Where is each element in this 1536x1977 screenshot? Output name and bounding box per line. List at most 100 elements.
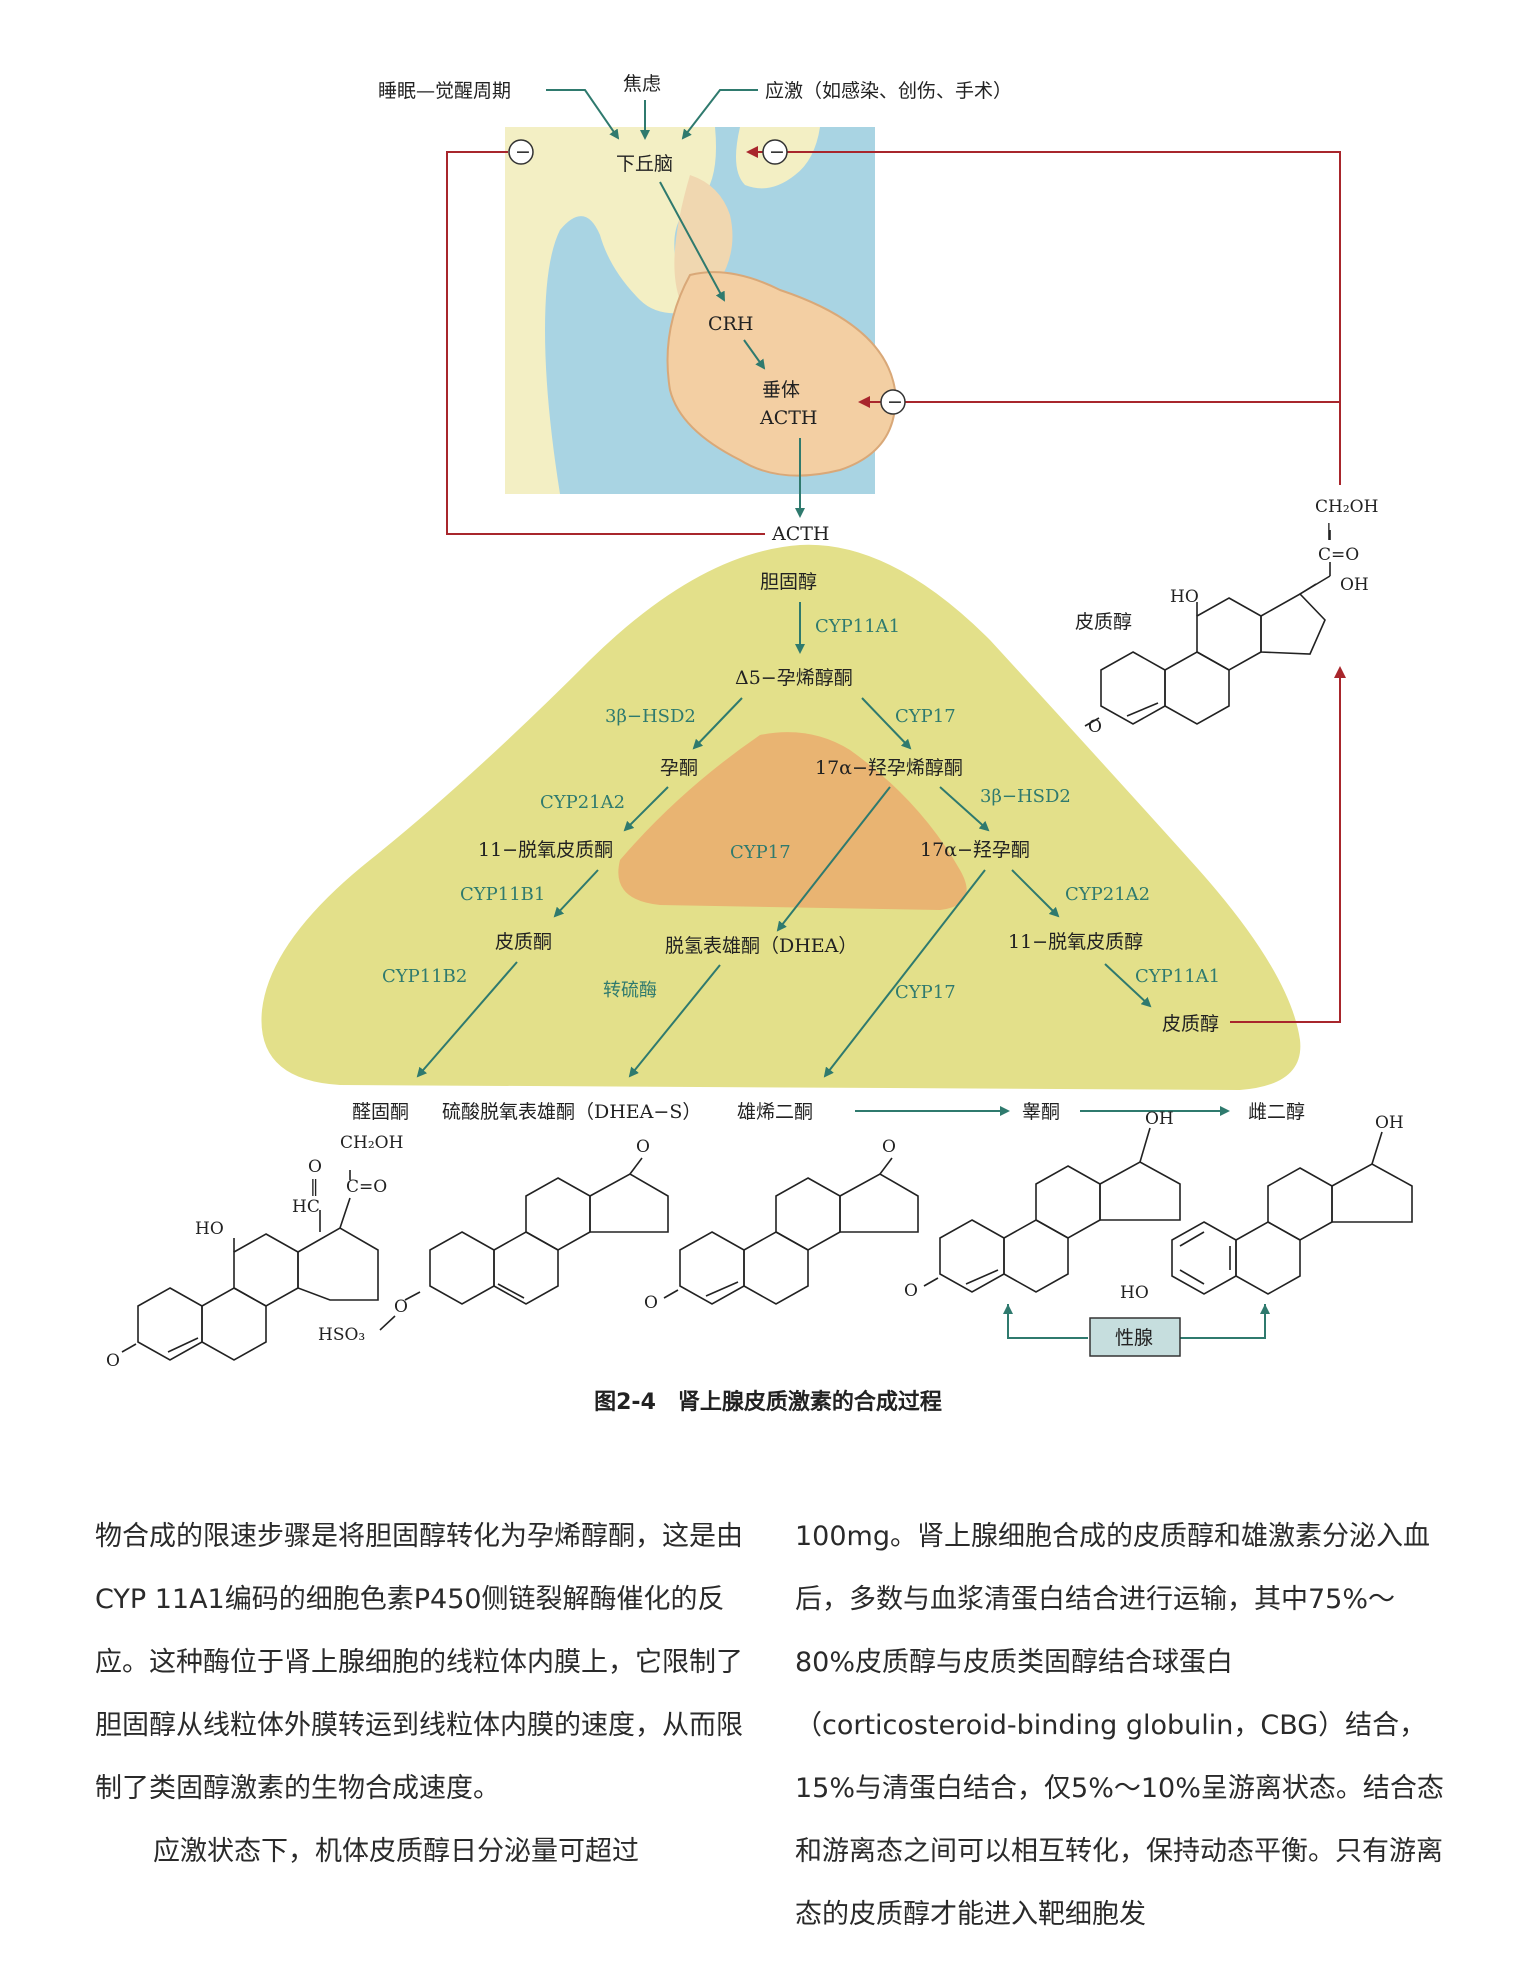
- dheas-o: O: [394, 1297, 408, 1317]
- label-cholesterol: 胆固醇: [760, 571, 817, 593]
- cortisol-o: O: [1088, 717, 1102, 737]
- arrow-pregnenolone-17oh: [861, 697, 912, 750]
- enzyme-3bhsd2-right: 3β−HSD2: [980, 786, 1071, 807]
- cortisol-ho: HO: [1170, 587, 1199, 607]
- structure-cortisol: [1084, 530, 1331, 727]
- enzyme-cyp11b1: CYP11B1: [460, 884, 545, 905]
- label-aldosterone: 醛固酮: [352, 1101, 409, 1123]
- estradiol-ho: HO: [1120, 1283, 1149, 1303]
- label-gonad: 性腺: [1115, 1327, 1153, 1349]
- cortisol-co: C=O: [1318, 545, 1359, 565]
- arrow-hypothalamus-crh: [659, 181, 725, 302]
- feedback-acth-hypothalamus: [446, 151, 765, 535]
- label-17oh-progesterone: 17α−羟孕酮: [920, 839, 1030, 861]
- aldosterone-hc: HC: [292, 1197, 320, 1217]
- label-testosterone: 睾酮: [1022, 1101, 1060, 1123]
- testosterone-oh: OH: [1145, 1109, 1174, 1129]
- input-sleep-wake: 睡眠—觉醒周期: [378, 80, 511, 102]
- label-pituitary: 垂体: [762, 379, 800, 401]
- structure-aldosterone: [121, 1170, 379, 1361]
- inhibit-marker-pituitary: −: [880, 389, 906, 415]
- enzyme-sulfotransferase: 转硫酶: [603, 980, 657, 1001]
- testosterone-o: O: [904, 1281, 918, 1301]
- label-estradiol: 雌二醇: [1248, 1101, 1305, 1123]
- label-progesterone: 孕酮: [660, 757, 698, 779]
- label-dhea-s: 硫酸脱氧表雄酮（DHEA−S）: [442, 1101, 701, 1123]
- arrow-corticosterone-aldosterone: [416, 961, 518, 1078]
- label-androstenedione: 雄烯二酮: [737, 1101, 813, 1123]
- cortisol-ch2oh: CH₂OH: [1315, 497, 1378, 517]
- paragraph: 100mg。肾上腺细胞合成的皮质醇和雄激素分泌入血后，多数与血浆清蛋白结合进行运…: [795, 1521, 1444, 1930]
- label-dhea: 脱氢表雄酮（DHEA）: [665, 935, 857, 957]
- svg-text:−: −: [515, 141, 531, 163]
- aldosterone-o-bottom: O: [106, 1351, 120, 1371]
- pituitary-stalk: [674, 175, 733, 300]
- label-crh: CRH: [708, 313, 753, 335]
- paragraph: 应激状态下，机体皮质醇日分泌量可超过: [153, 1836, 639, 1867]
- arrow-17oh-prog-androstenedione: [823, 869, 986, 1078]
- enzyme-cyp17-bottom: CYP17: [895, 982, 956, 1003]
- label-pregnenolone: Δ5−孕烯醇酮: [735, 667, 853, 689]
- label-hypothalamus: 下丘脑: [616, 153, 673, 175]
- enzyme-cyp11a1: CYP11A1: [815, 616, 900, 637]
- svg-text:−: −: [887, 391, 903, 413]
- label-acth-pituitary: ACTH: [759, 407, 818, 429]
- arrow-stress: [681, 89, 758, 140]
- structure-dheas: [379, 1157, 669, 1331]
- enzyme-cyp21a2-right: CYP21A2: [1065, 884, 1150, 905]
- enzyme-3bhsd2-left: 3β−HSD2: [605, 706, 696, 727]
- label-corticosterone: 皮质酮: [495, 931, 552, 953]
- svg-text:−: −: [769, 141, 785, 163]
- dheas-hso3: HSO₃: [318, 1325, 365, 1345]
- aldosterone-co: C=O: [346, 1177, 387, 1197]
- pituitary-gland: [666, 271, 897, 477]
- paragraph: 物合成的限速步骤是将胆固醇转化为孕烯醇酮，这是由CYP 11A1编码的细胞色素P…: [95, 1521, 743, 1804]
- label-acth: ACTH: [771, 523, 830, 545]
- structure-testosterone: [923, 1127, 1181, 1293]
- cortisol-output-line: [1230, 666, 1346, 1023]
- cortisol-oh: OH: [1340, 575, 1369, 595]
- text-column-right: 100mg。肾上腺细胞合成的皮质醇和雄激素分泌入血后，多数与血浆清蛋白结合进行运…: [795, 1505, 1445, 1946]
- enzyme-cyp21a2-left: CYP21A2: [540, 792, 625, 813]
- figure-caption: 图2-4 肾上腺皮质激素的合成过程: [594, 1390, 942, 1415]
- arrow-17oh-prog-deoxycortisol: [1011, 869, 1060, 918]
- text-column-left: 物合成的限速步骤是将胆固醇转化为孕烯醇酮，这是由CYP 11A1编码的细胞色素P…: [95, 1505, 745, 1883]
- estradiol-oh: OH: [1375, 1113, 1404, 1133]
- feedback-cortisol-hypothalamus: [746, 146, 1341, 485]
- enzyme-cyp17-middle: CYP17: [730, 842, 791, 863]
- hormone-synthesis-figure: 睡眠—觉醒周期 焦虑 应激（如感染、创伤、手术） 下丘脑 CRH 垂体 ACTH…: [106, 73, 1413, 1371]
- androstenedione-o: O: [644, 1293, 658, 1313]
- aldosterone-dbl: ‖: [310, 1177, 319, 1197]
- input-anxiety: 焦虑: [623, 73, 661, 95]
- enzyme-cyp11b2: CYP11B2: [382, 966, 467, 987]
- inhibit-marker-left: −: [508, 139, 534, 165]
- input-stress: 应激（如感染、创伤、手术）: [765, 80, 1012, 102]
- arrow-doc-corticosterone: [553, 869, 599, 918]
- arrow-crh-pituitary: [743, 339, 766, 370]
- aldosterone-o: O: [308, 1157, 322, 1177]
- arrow-17oh-preg-17oh-prog: [939, 786, 990, 832]
- dheas-o-top: O: [636, 1137, 650, 1157]
- enzyme-cyp17-top: CYP17: [895, 706, 956, 727]
- arrow-pregnenolone-progesterone: [692, 697, 743, 750]
- aldosterone-ch2oh: CH₂OH: [340, 1133, 403, 1153]
- gonad-box: [1089, 1317, 1181, 1357]
- arrow-progesterone-doc: [623, 786, 669, 832]
- arrow-sleep: [546, 89, 620, 140]
- label-cortisol-adrenal: 皮质醇: [1162, 1013, 1219, 1035]
- inhibit-marker-right: −: [762, 139, 788, 165]
- enzyme-cyp11a1-right: CYP11A1: [1135, 966, 1220, 987]
- arrow-dhea-dheas: [628, 964, 721, 1078]
- arrow-deoxycortisol-cortisol: [1104, 963, 1152, 1008]
- arrow-17oh-preg-dhea: [776, 786, 891, 932]
- cortisol-bar: |: [1326, 521, 1332, 541]
- label-11-deoxycortisol: 11−脱氧皮质醇: [1008, 931, 1143, 953]
- brain-panel: [505, 127, 897, 494]
- structure-androstenedione: [663, 1157, 919, 1305]
- adrenal-medulla: [618, 732, 967, 910]
- label-11-deoxycorticosterone: 11−脱氧皮质酮: [478, 839, 613, 861]
- aldosterone-ho: HO: [195, 1219, 224, 1239]
- structure-estradiol: [1171, 1131, 1413, 1295]
- androstenedione-o-top: O: [882, 1137, 896, 1157]
- label-cortisol: 皮质醇: [1075, 611, 1132, 633]
